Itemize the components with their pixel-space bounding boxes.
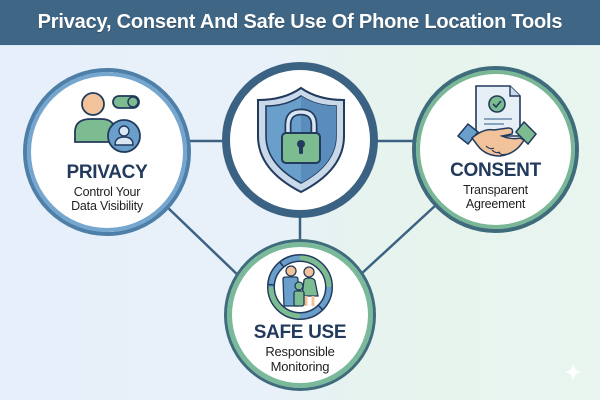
consent-title: CONSENT [450, 160, 541, 181]
page-title: Privacy, Consent And Safe Use Of Phone L… [37, 11, 563, 33]
connector-privacy-safe [164, 204, 243, 280]
sparkle-icon [564, 363, 582, 381]
consent-node: CONSENT Transparent Agreement [412, 66, 579, 233]
safe-use-subtitle-line1: Responsible [265, 344, 335, 359]
user-toggle-icon [74, 92, 141, 153]
safe-use-title: SAFE USE [253, 322, 347, 343]
privacy-title: PRIVACY [66, 162, 148, 183]
privacy-subtitle-line1: Control Your [73, 185, 141, 199]
shield-lock-icon [257, 86, 345, 194]
handshake-document-icon [456, 85, 538, 157]
consent-subtitle-line2: Agreement [465, 197, 526, 211]
privacy-subtitle-line2: Data Visibility [71, 199, 143, 213]
security-center-node [222, 62, 378, 218]
privacy-node: PRIVACY Control Your Data Visibility [23, 68, 191, 236]
family-icon [267, 254, 333, 320]
connector-consent-safe [359, 204, 437, 276]
safe-use-subtitle-line2: Monitoring [270, 359, 330, 374]
consent-subtitle-line1: Transparent [463, 183, 528, 197]
safe-use-node: SAFE USE Responsible Monitoring [224, 239, 376, 391]
header-banner: Privacy, Consent And Safe Use Of Phone L… [0, 0, 600, 46]
